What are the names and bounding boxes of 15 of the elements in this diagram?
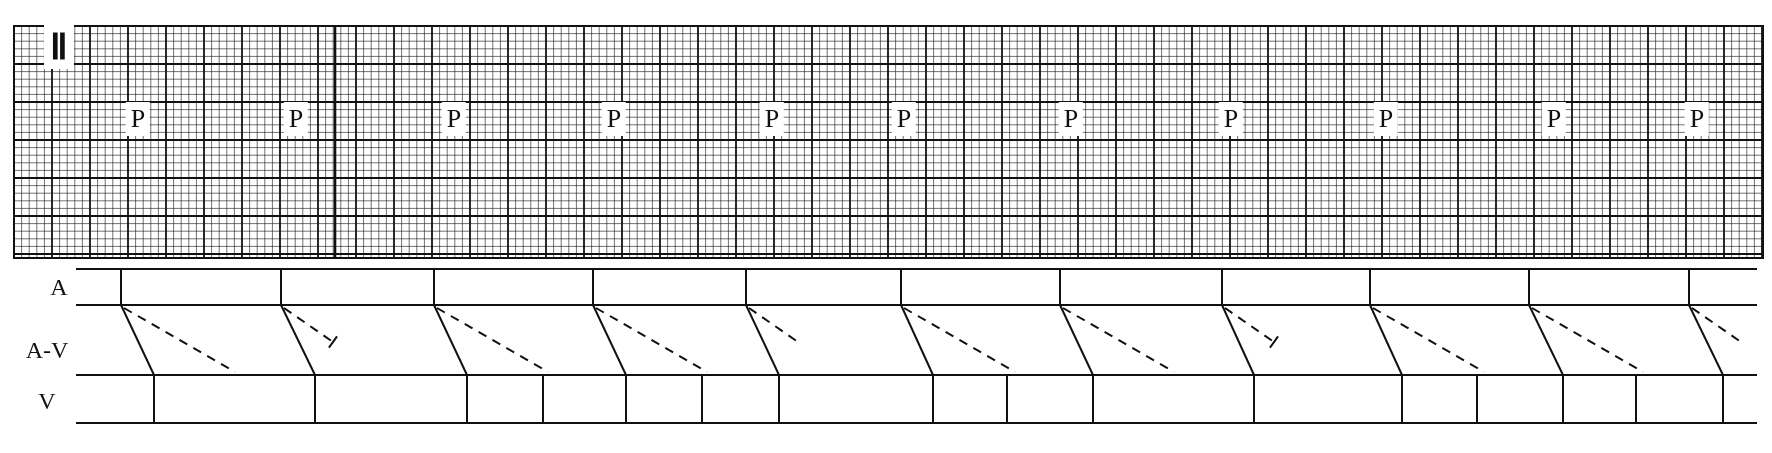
wave-label: P <box>1218 102 1244 136</box>
wave-label: P <box>891 102 917 136</box>
row-label: A-V <box>25 338 69 362</box>
wave-label: P <box>601 102 627 136</box>
wave-label: P <box>283 102 309 136</box>
wave-label: P <box>759 102 785 136</box>
wave-label: P <box>1541 102 1567 136</box>
wave-label: P <box>1684 102 1710 136</box>
row-label: A <box>50 275 68 299</box>
wave-label: P <box>441 102 467 136</box>
row-label: V <box>38 389 56 413</box>
wave-label: P <box>1373 102 1399 136</box>
wave-label: P <box>1058 102 1084 136</box>
wave-label: P <box>125 102 151 136</box>
lead-label: Ⅱ <box>44 25 74 69</box>
